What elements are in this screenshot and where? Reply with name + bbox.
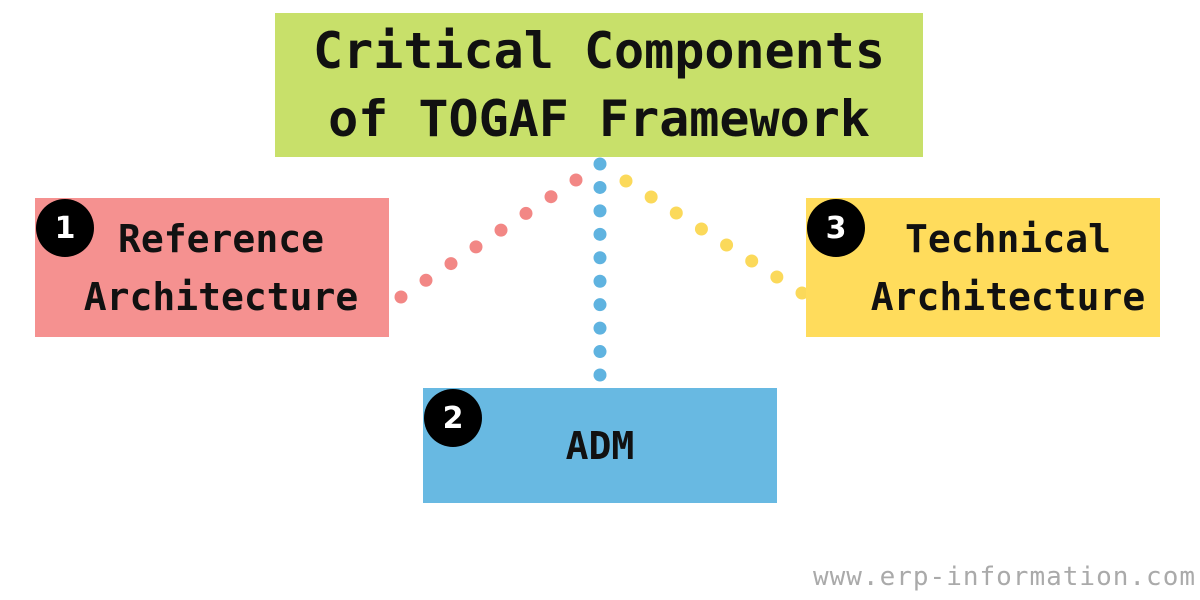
connector-dot	[519, 206, 533, 220]
adm-connector	[593, 157, 607, 382]
connector-dot	[593, 251, 607, 265]
title-line-2: of TOGAF Framework	[328, 90, 870, 148]
reference-architecture-box: Reference Architecture	[35, 198, 389, 337]
connector-dot	[669, 206, 683, 220]
adm-box: ADM	[423, 388, 777, 503]
connector-dot	[795, 286, 809, 300]
connector-dot	[419, 273, 433, 287]
connector-dot	[745, 254, 759, 268]
connector-dot	[593, 227, 607, 241]
connector-dot	[619, 174, 633, 188]
connector-dot	[593, 298, 607, 312]
connector-dot	[694, 222, 708, 236]
connector-dot	[593, 321, 607, 335]
reference-connector	[394, 173, 583, 304]
connector-dot	[720, 238, 734, 252]
connector-dot	[593, 368, 607, 382]
number-badge-2: 2	[424, 389, 482, 447]
connector-dot	[593, 157, 607, 171]
connector-dot	[544, 190, 558, 204]
technical-label-line-2: Architecture	[870, 274, 1146, 319]
title-box: Critical Components of TOGAF Framework	[275, 13, 923, 157]
technical-label-line-1: Technical	[905, 216, 1111, 261]
reference-label-line-1: Reference	[118, 216, 324, 261]
connector-dot	[394, 290, 408, 304]
number-badge-3: 3	[807, 199, 865, 257]
connector-dot	[469, 240, 483, 254]
connector-dot	[593, 345, 607, 359]
adm-label: ADM	[565, 423, 635, 468]
connector-dot	[644, 190, 658, 204]
reference-label-line-2: Architecture	[83, 274, 359, 319]
connector-dot	[593, 180, 607, 194]
connector-dot	[593, 204, 607, 218]
connector-dot	[770, 270, 784, 284]
title-line-1: Critical Components	[313, 22, 885, 80]
connector-dot	[494, 223, 508, 237]
technical-connector	[619, 174, 809, 300]
connector-dot	[593, 274, 607, 288]
technical-architecture-box: Technical Architecture	[806, 198, 1160, 337]
connector-dot	[569, 173, 583, 187]
watermark-text: www.erp-information.com	[812, 562, 1196, 592]
connector-dot	[444, 257, 458, 271]
number-badge-1: 1	[36, 199, 94, 257]
